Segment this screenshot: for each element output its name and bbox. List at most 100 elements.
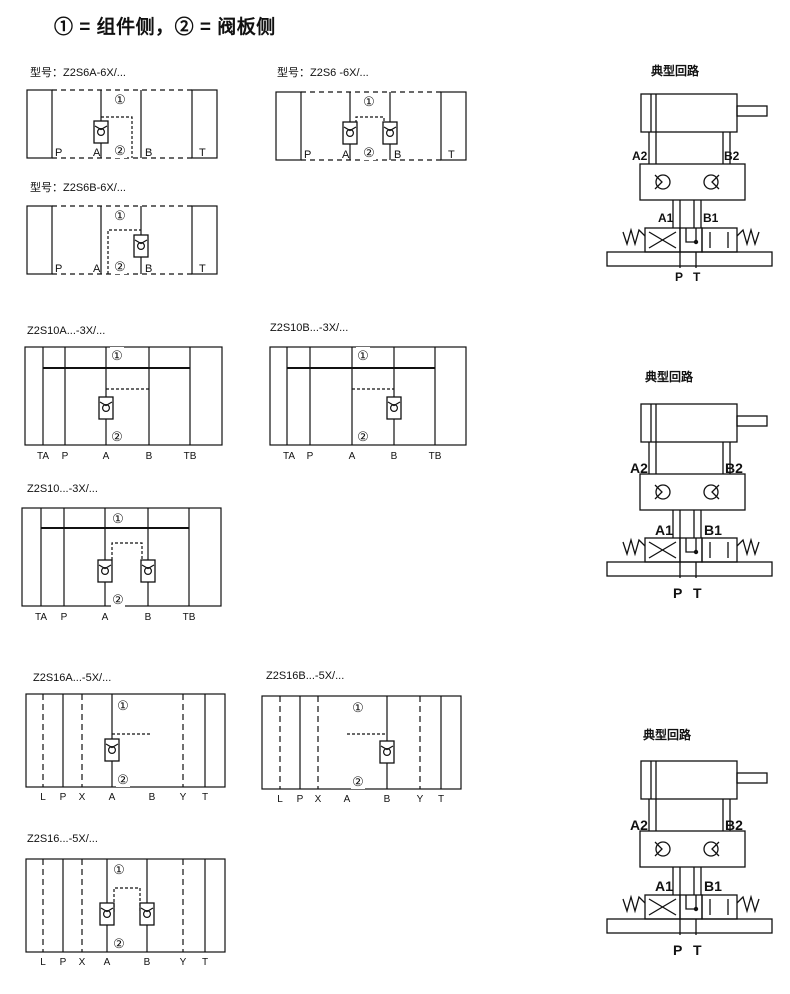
svg-text:B: B (391, 451, 398, 462)
svg-text:A: A (349, 451, 356, 462)
svg-text:B: B (145, 147, 152, 159)
svg-text:X: X (79, 792, 86, 803)
model-label-z2s16b: Z2S16B...-5X/... (266, 670, 345, 682)
circuit-title-1: 典型回路 (651, 64, 700, 78)
page-title: ① = 组件侧，② = 阀板侧 (54, 17, 276, 38)
check-valve-icon (104, 738, 120, 762)
check-valve-icon (133, 234, 149, 258)
svg-text:P: P (307, 451, 314, 462)
port-a1: A1 (655, 878, 673, 894)
typical-circuit-3 (606, 760, 773, 936)
model-label-z2s6: 型号：Z2S6 -6X/... (277, 67, 369, 79)
side1-marker: ① (112, 511, 124, 526)
check-valve-icon (93, 120, 109, 144)
svg-text:X: X (315, 794, 322, 805)
svg-text:A: A (109, 792, 116, 803)
side1-marker: ① (352, 700, 364, 715)
check-valve-icon (342, 121, 358, 145)
svg-text:P: P (61, 612, 68, 623)
svg-text:A: A (93, 147, 101, 159)
port-b1: B1 (704, 878, 722, 894)
port-b2: B2 (725, 817, 743, 833)
port-p: P (673, 585, 682, 601)
svg-text:T: T (199, 147, 206, 159)
model-label-z2s10b: Z2S10B...-3X/... (270, 322, 349, 334)
svg-text:B: B (394, 149, 401, 161)
side1-marker: ① (357, 348, 369, 363)
port-a2: A2 (632, 149, 648, 163)
port-p: P (675, 270, 683, 284)
svg-text:A: A (102, 612, 109, 623)
svg-text:TA: TA (283, 451, 295, 462)
check-valves (93, 120, 402, 926)
svg-text:P: P (62, 451, 69, 462)
check-valve-icon (98, 396, 114, 420)
svg-text:Y: Y (180, 792, 187, 803)
side1-marker: ① (363, 94, 375, 109)
side2-marker: ② (117, 772, 129, 787)
circuit-title-2: 典型回路 (645, 370, 694, 384)
side2-marker: ② (111, 429, 123, 444)
typical-circuit-2 (606, 403, 773, 579)
svg-text:A: A (344, 794, 351, 805)
port-b2: B2 (724, 149, 740, 163)
port-b2: B2 (725, 460, 743, 476)
svg-text:L: L (40, 792, 46, 803)
svg-text:TA: TA (35, 612, 47, 623)
svg-text:B: B (144, 957, 151, 968)
svg-text:TB: TB (184, 451, 197, 462)
svg-text:A: A (342, 149, 350, 161)
svg-text:B: B (384, 794, 391, 805)
side1-marker: ① (114, 208, 126, 223)
check-valve-icon (140, 559, 156, 583)
port-a1: A1 (655, 522, 673, 538)
side2-marker: ② (363, 145, 375, 160)
svg-text:B: B (145, 612, 152, 623)
port-t: T (693, 942, 702, 958)
model-label-z2s10a: Z2S10A...-3X/... (27, 325, 106, 337)
svg-text:T: T (199, 263, 206, 275)
side2-marker: ② (357, 429, 369, 444)
svg-text:L: L (40, 957, 46, 968)
side2-marker: ② (113, 936, 125, 951)
model-label-z2s6b: 型号：Z2S6B-6X/... (30, 182, 126, 194)
svg-text:P: P (60, 957, 67, 968)
port-t: T (693, 585, 702, 601)
svg-text:T: T (202, 957, 208, 968)
port-a2: A2 (630, 460, 648, 476)
check-valve-icon (99, 902, 115, 926)
svg-text:P: P (55, 147, 62, 159)
model-label-z2s16a: Z2S16A...-5X/... (33, 672, 112, 684)
side2-marker: ② (114, 143, 126, 158)
side1-marker: ① (111, 348, 123, 363)
svg-text:B: B (146, 451, 153, 462)
port-a1: A1 (658, 211, 674, 225)
svg-text:Y: Y (180, 957, 187, 968)
side2-marker: ② (352, 774, 364, 789)
diagram-z2s10a (24, 346, 223, 446)
model-label-z2s16: Z2S16...-5X/... (27, 833, 98, 845)
svg-text:A: A (104, 957, 111, 968)
svg-text:TB: TB (183, 612, 196, 623)
model-label-z2s10: Z2S10...-3X/... (27, 483, 98, 495)
port-b1: B1 (703, 211, 719, 225)
svg-text:A: A (93, 263, 101, 275)
svg-text:X: X (79, 957, 86, 968)
side2-marker: ② (112, 592, 124, 607)
side1-marker: ① (114, 92, 126, 107)
check-valve-icon (139, 902, 155, 926)
check-valve-icon (379, 740, 395, 764)
svg-text:TA: TA (37, 451, 49, 462)
typical-circuit-1 (606, 93, 773, 268)
port-p: P (673, 942, 682, 958)
svg-text:T: T (448, 149, 455, 161)
check-valve-icon (382, 121, 398, 145)
check-valve-icon (386, 396, 402, 420)
side2-marker: ② (114, 259, 126, 274)
port-t: T (693, 270, 701, 284)
svg-text:B: B (145, 263, 152, 275)
side1-marker: ① (113, 862, 125, 877)
side1-marker: ① (117, 698, 129, 713)
check-valve-icon (97, 559, 113, 583)
